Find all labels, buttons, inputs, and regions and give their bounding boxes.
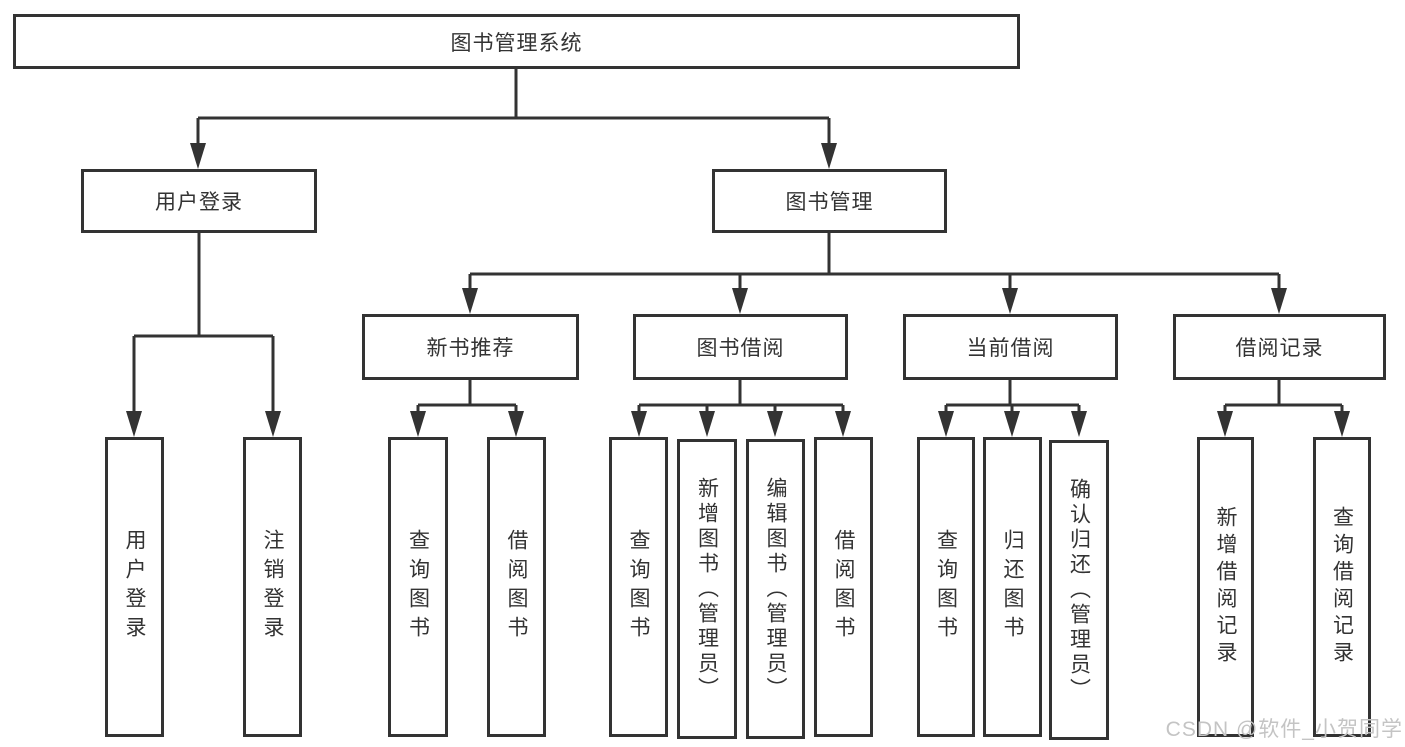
node-current-borrow: 当前借阅	[903, 314, 1118, 380]
node-label: 用户登录	[123, 529, 146, 645]
node-label: 归还图书	[1001, 529, 1024, 645]
leaf-br-add-record: 新增借阅记录	[1197, 437, 1254, 737]
leaf-nbr-borrow-books: 借阅图书	[487, 437, 546, 737]
node-user-login-branch: 用户登录	[81, 169, 317, 233]
node-label: 注销登录	[261, 529, 284, 645]
node-book-borrow: 图书借阅	[633, 314, 848, 380]
arrowheads	[126, 143, 1350, 437]
node-label: 借阅图书	[832, 529, 855, 645]
node-borrow-records: 借阅记录	[1173, 314, 1386, 380]
node-book-management-branch: 图书管理	[712, 169, 947, 233]
leaf-cb-query-books: 查询图书	[917, 437, 975, 737]
node-root-library-system: 图书管理系统	[13, 14, 1020, 69]
node-label: 图书借阅	[696, 337, 785, 360]
node-label: 新增图书（管理员）	[695, 476, 719, 702]
node-label: 编辑图书（管理员）	[764, 476, 787, 702]
leaf-bb-borrow-books: 借阅图书	[814, 437, 873, 737]
node-label: 借阅图书	[505, 529, 528, 645]
csdn-watermark: CSDN @软件_小贺同学	[1165, 718, 1403, 741]
node-label: 借阅记录	[1235, 337, 1324, 360]
node-label: 查询图书	[934, 529, 958, 645]
node-label: 查询图书	[627, 529, 650, 645]
node-label: 图书管理系统	[450, 31, 583, 55]
leaf-user-login: 用户登录	[105, 437, 164, 737]
leaf-bb-edit-books-admin: 编辑图书（管理员）	[746, 439, 805, 739]
node-label: 新书推荐	[426, 337, 515, 360]
leaf-br-query-record: 查询借阅记录	[1313, 437, 1371, 737]
leaf-bb-add-books-admin: 新增图书（管理员）	[677, 439, 737, 739]
node-label: 查询图书	[406, 529, 430, 645]
node-label: 当前借阅	[966, 337, 1055, 360]
node-label: 查询借阅记录	[1330, 506, 1354, 668]
node-new-book-recommend: 新书推荐	[362, 314, 579, 380]
leaf-cb-return-books: 归还图书	[983, 437, 1042, 737]
leaf-nbr-query-books: 查询图书	[388, 437, 448, 737]
leaf-cb-confirm-return-admin: 确认归还（管理员）	[1049, 440, 1109, 740]
node-label: 新增借阅记录	[1214, 506, 1237, 668]
node-label: 确认归还（管理员）	[1067, 477, 1091, 703]
node-label: 图书管理	[785, 191, 874, 214]
leaf-logout: 注销登录	[243, 437, 302, 737]
leaf-bb-query-books: 查询图书	[609, 437, 668, 737]
node-label: 用户登录	[155, 191, 243, 214]
